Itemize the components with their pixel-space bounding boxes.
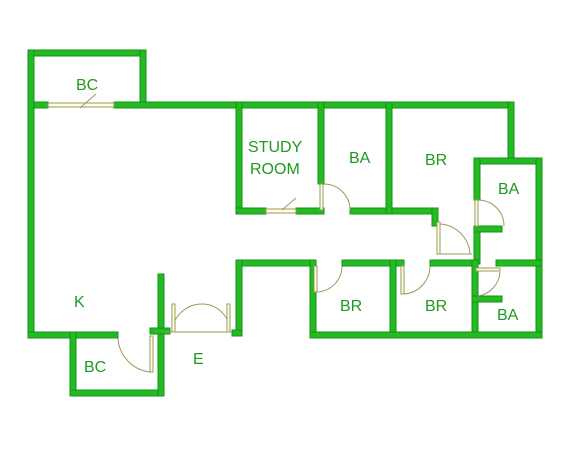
room-label-ba-right-bottom: BA xyxy=(497,307,519,324)
door-br-bottom-left xyxy=(316,265,343,293)
door-ba-mid xyxy=(323,183,351,211)
room-label-ba-right-top: BA xyxy=(498,181,520,198)
door-corridor xyxy=(439,223,471,255)
window-top-left xyxy=(47,102,115,108)
room-label-study-line1: STUDY xyxy=(248,139,303,156)
study-door-opening xyxy=(265,208,297,214)
room-label-kitchen: K xyxy=(74,294,85,311)
room-label-bc-top: BC xyxy=(76,77,98,94)
room-label-study-line2: ROOM xyxy=(250,161,300,178)
room-label-entry: E xyxy=(193,351,204,368)
room-label-bc-bottom: BC xyxy=(84,359,106,376)
room-label-br-top: BR xyxy=(425,152,447,169)
door-ba-right-bottom xyxy=(477,271,501,297)
door-br-bottom-mid xyxy=(403,265,431,295)
room-label-ba-mid: BA xyxy=(349,150,371,167)
walls xyxy=(27,49,543,397)
entry-door-right xyxy=(201,303,231,333)
door-ba-right-top xyxy=(477,199,505,227)
room-labels: BC STUDY ROOM BA BR BA K BC E BR BR BA xyxy=(74,77,520,376)
door-bc-bottom xyxy=(117,337,151,373)
room-label-br-bottom-mid: BR xyxy=(425,298,447,315)
windows-doors xyxy=(47,93,505,373)
room-label-br-bottom-left: BR xyxy=(340,298,362,315)
entry-door-left xyxy=(171,303,203,333)
